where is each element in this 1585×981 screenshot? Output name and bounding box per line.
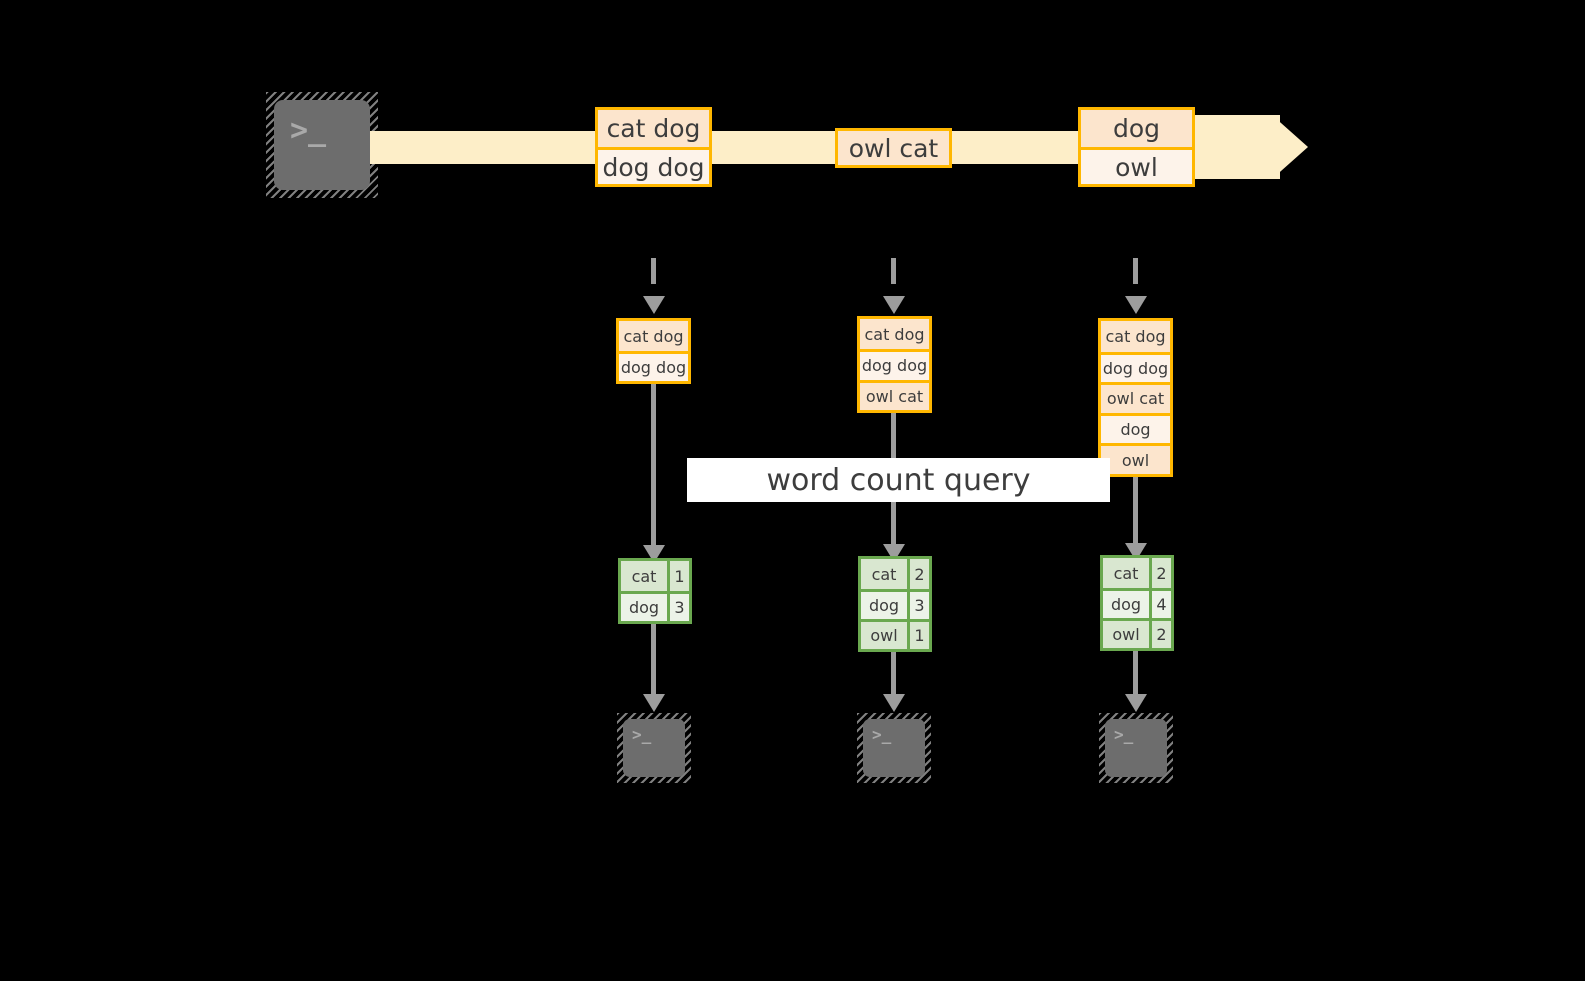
terminal-prompt-icon: >_ bbox=[872, 725, 892, 744]
result-word: cat bbox=[1103, 558, 1149, 588]
flow-connector-1a bbox=[651, 384, 656, 554]
input-line: cat dog bbox=[1101, 321, 1170, 352]
stream-batch-3[interactable]: dog owl bbox=[1078, 107, 1195, 187]
result-count: 1 bbox=[907, 622, 929, 649]
table-row: dog 3 bbox=[621, 591, 689, 621]
terminal-screen: >_ bbox=[274, 100, 370, 190]
table-row: cat 1 bbox=[621, 561, 689, 591]
stream-band-3 bbox=[944, 131, 1084, 164]
flow-connector-3b bbox=[1133, 651, 1138, 702]
terminal-prompt-icon: >_ bbox=[290, 113, 327, 148]
terminal-prompt-icon: >_ bbox=[632, 725, 652, 744]
input-line: dog bbox=[1101, 412, 1170, 444]
table-row: dog 4 bbox=[1103, 588, 1171, 618]
query-label: word count query bbox=[687, 458, 1110, 502]
column-3-result-table[interactable]: cat 2 dog 4 owl 2 bbox=[1100, 555, 1174, 651]
consumer-terminal-icon-2: >_ bbox=[857, 713, 931, 783]
table-row: cat 2 bbox=[1103, 558, 1171, 588]
input-line: dog dog bbox=[860, 349, 929, 380]
record-line: owl cat bbox=[838, 131, 949, 165]
result-count: 3 bbox=[667, 594, 689, 621]
stream-band-1 bbox=[370, 131, 602, 164]
input-line: cat dog bbox=[619, 321, 688, 351]
table-row: cat 2 bbox=[861, 559, 929, 589]
consumer-terminal-icon-1: >_ bbox=[617, 713, 691, 783]
record-line: cat dog bbox=[598, 110, 709, 147]
terminal-screen: >_ bbox=[1105, 719, 1167, 777]
input-line: dog dog bbox=[619, 351, 688, 381]
result-word: dog bbox=[621, 594, 667, 621]
table-row: dog 3 bbox=[861, 589, 929, 619]
flow-arrow-head-icon bbox=[1125, 296, 1147, 314]
column-3-input-stack[interactable]: cat dog dog dog owl cat dog owl bbox=[1098, 318, 1173, 477]
input-line: owl bbox=[1101, 443, 1170, 474]
record-line: dog dog bbox=[598, 147, 709, 184]
result-count: 4 bbox=[1149, 591, 1171, 618]
record-line: owl bbox=[1081, 147, 1192, 184]
record-line: dog bbox=[1081, 110, 1192, 147]
column-1-result-table[interactable]: cat 1 dog 3 bbox=[618, 558, 692, 624]
producer-terminal-icon: >_ bbox=[266, 92, 378, 198]
terminal-prompt-icon: >_ bbox=[1114, 725, 1134, 744]
stream-band-2 bbox=[705, 131, 845, 164]
result-word: owl bbox=[1103, 621, 1149, 648]
stream-arrow-head-icon bbox=[1272, 115, 1308, 179]
flow-connector-1b bbox=[651, 624, 656, 702]
result-count: 3 bbox=[907, 592, 929, 619]
result-word: owl bbox=[861, 622, 907, 649]
flow-arrow-head-icon bbox=[643, 296, 665, 314]
input-line: owl cat bbox=[1101, 382, 1170, 413]
column-2-result-table[interactable]: cat 2 dog 3 owl 1 bbox=[858, 556, 932, 652]
flow-arrow-head-icon bbox=[1125, 694, 1147, 712]
stream-batch-2[interactable]: owl cat bbox=[835, 128, 952, 168]
result-count: 1 bbox=[667, 561, 689, 591]
flow-arrow-head-icon bbox=[643, 694, 665, 712]
result-word: dog bbox=[861, 592, 907, 619]
stream-batch-1[interactable]: cat dog dog dog bbox=[595, 107, 712, 187]
result-word: cat bbox=[861, 559, 907, 589]
table-row: owl 1 bbox=[861, 619, 929, 649]
terminal-screen: >_ bbox=[623, 719, 685, 777]
result-word: cat bbox=[621, 561, 667, 591]
column-2-input-stack[interactable]: cat dog dog dog owl cat bbox=[857, 316, 932, 413]
column-1-input-stack[interactable]: cat dog dog dog bbox=[616, 318, 691, 384]
result-word: dog bbox=[1103, 591, 1149, 618]
flow-arrow-head-icon bbox=[883, 296, 905, 314]
stream-band-4 bbox=[1188, 115, 1280, 179]
flow-connector-dashed-1 bbox=[651, 258, 656, 303]
flow-connector-dashed-2 bbox=[891, 258, 896, 303]
input-line: cat dog bbox=[860, 319, 929, 350]
flow-connector-3a bbox=[1133, 477, 1138, 553]
result-count: 2 bbox=[1149, 558, 1171, 588]
result-count: 2 bbox=[1149, 621, 1171, 648]
input-line: owl cat bbox=[860, 379, 929, 410]
flow-connector-2b bbox=[891, 652, 896, 702]
consumer-terminal-icon-3: >_ bbox=[1099, 713, 1173, 783]
flow-connector-dashed-3 bbox=[1133, 258, 1138, 303]
query-label-text: word count query bbox=[766, 462, 1031, 498]
terminal-screen: >_ bbox=[863, 719, 925, 777]
result-count: 2 bbox=[907, 559, 929, 589]
flow-arrow-head-icon bbox=[883, 694, 905, 712]
table-row: owl 2 bbox=[1103, 618, 1171, 648]
input-line: dog dog bbox=[1101, 351, 1170, 383]
